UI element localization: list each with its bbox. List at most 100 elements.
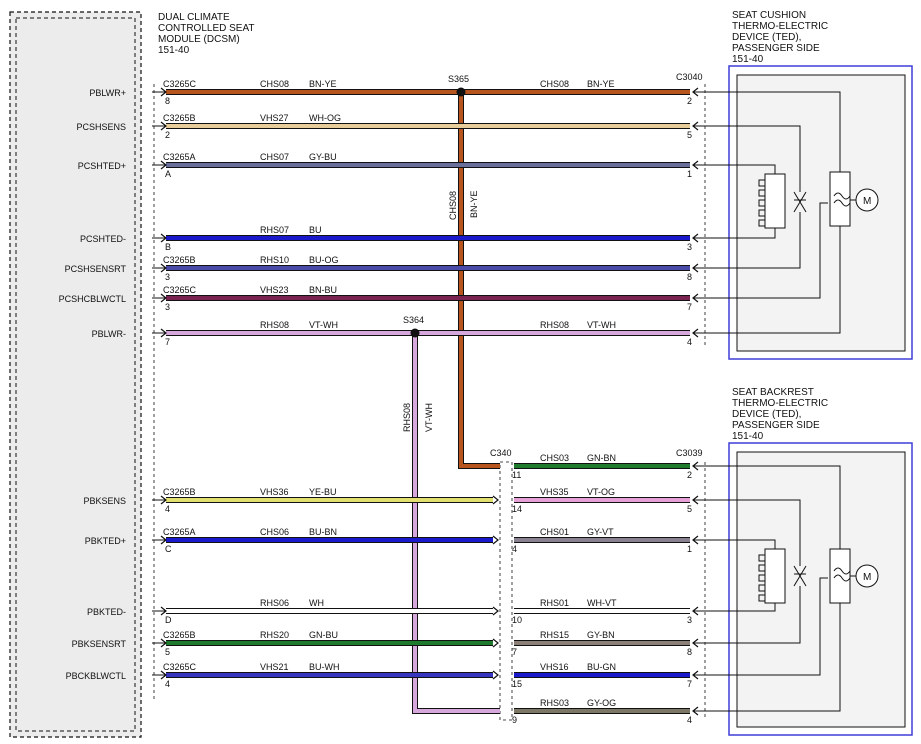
circuit-id: RHS08 (540, 320, 569, 330)
backrest-motor-label: M (863, 572, 871, 583)
wire-color: BU-WH (309, 662, 340, 672)
wire-color: BU-GN (587, 662, 616, 672)
c3040-label: C3040 (676, 72, 703, 82)
cushion-title-2: THERMO-ELECTRIC (732, 21, 828, 32)
wire-color: GY-VT (587, 527, 614, 537)
signal-name: PBCKBLWCTL (66, 671, 126, 681)
module-pin-arrow (160, 328, 167, 338)
c3039-label: C3039 (676, 448, 703, 458)
wire-color: VT-OG (587, 487, 615, 497)
splice-s365 (456, 87, 466, 97)
module-pin-arrow (160, 535, 167, 545)
circuit-id: VHS36 (260, 487, 289, 497)
module-title-line-2: CONTROLLED SEAT (158, 23, 255, 34)
backrest-internal-wiring (705, 465, 879, 712)
wire-color: BN-BU (309, 285, 337, 295)
circuit-id: CHS08 (540, 79, 569, 89)
module-title-line-3: MODULE (DCSM) (158, 34, 240, 45)
c340-pin-arrow (492, 670, 499, 680)
c340-pin: 10 (512, 615, 522, 625)
backrest-title-3: DEVICE (TED), (732, 409, 801, 420)
module-connector-id: C3265B (163, 255, 196, 265)
circuit-id: RHS06 (260, 598, 289, 608)
module-pin: 4 (165, 679, 170, 689)
ted-pin: 4 (687, 715, 692, 725)
wire-color: BN-YE (309, 79, 337, 89)
module-pin: 3 (165, 302, 170, 312)
signal-name: PBKSENSRT (72, 639, 127, 649)
s364-vertical-wire (412, 333, 500, 714)
cushion-title-5: 151-40 (732, 54, 764, 65)
cushion-title-3: DEVICE (TED), (732, 32, 801, 43)
s365-vertical-wire (458, 92, 500, 469)
signal-name: PBKTED+ (85, 536, 126, 546)
s365-label: S365 (448, 74, 469, 84)
ted-pin: 5 (687, 504, 692, 514)
s364-label: S364 (403, 315, 424, 325)
module-pin-arrow (160, 495, 167, 505)
dcsm-module-box (9, 11, 142, 738)
c340-pin: 9 (512, 715, 517, 725)
module-pin-arrow (160, 293, 167, 303)
module-pin-arrow (160, 670, 167, 680)
c340-pin: 4 (512, 544, 517, 554)
wire-color: GY-BU (309, 152, 337, 162)
circuit-id: CHS08 (260, 79, 289, 89)
module-connector-id: C3265B (163, 113, 196, 123)
circuit-id: RHS03 (540, 698, 569, 708)
wire-color: BN-YE (587, 79, 615, 89)
circuit-id: VHS27 (260, 113, 289, 123)
signal-name: PCSHTED- (80, 234, 126, 244)
circuit-id: VHS35 (540, 487, 569, 497)
wire-color: BU (309, 225, 322, 235)
cushion-title-1: SEAT CUSHION (732, 10, 806, 21)
wire-color: GN-BU (309, 630, 338, 640)
s365-color-label: BN-YE (469, 190, 479, 218)
cushion-title-4: PASSENGER SIDE (732, 43, 820, 54)
signal-name: PCSHSENS (76, 122, 126, 132)
circuit-id: RHS08 (260, 320, 289, 330)
backrest-circuit-row: 9 RHS03 GY-OG 4 (512, 698, 705, 725)
signal-name: PBKSENS (83, 496, 126, 506)
module-title: DUAL CLIMATE CONTROLLED SEAT MODULE (DCS… (158, 12, 255, 56)
module-connector-id: C3265C (163, 79, 197, 89)
wire-color: BU-OG (309, 255, 339, 265)
c340-connector-box (499, 461, 513, 721)
circuit-id: CHS01 (540, 527, 569, 537)
c340-pin-arrow (492, 638, 499, 648)
wire-color: GY-OG (587, 698, 616, 708)
backrest-title-2: THERMO-ELECTRIC (732, 398, 828, 409)
circuit-id: CHS06 (260, 527, 289, 537)
ted-pin: 8 (687, 272, 692, 282)
module-pin-arrow (160, 160, 167, 170)
signal-name: PBKTED- (87, 607, 126, 617)
module-pin: A (165, 169, 171, 179)
ted-pin: 3 (687, 615, 692, 625)
ted-pin: 2 (687, 470, 692, 480)
s364-color-label: VT-WH (424, 403, 434, 432)
cushion-ted-title: SEAT CUSHION THERMO-ELECTRIC DEVICE (TED… (732, 10, 828, 65)
ted-pin: 8 (687, 647, 692, 657)
module-pin-arrow (160, 638, 167, 648)
signal-name: PBLWR- (92, 329, 126, 339)
module-pin: 2 (165, 130, 170, 140)
c340-pin-arrow (492, 535, 499, 545)
module-pin-arrow (160, 87, 167, 97)
module-pin: 4 (165, 504, 170, 514)
signal-name: PCSHTED+ (78, 161, 126, 171)
module-pin: 3 (165, 272, 170, 282)
splice-s364 (410, 328, 420, 338)
module-pin-arrow (160, 606, 167, 616)
ted-pin: 1 (687, 544, 692, 554)
circuit-id: RHS07 (260, 225, 289, 235)
ted-pin: 7 (687, 679, 692, 689)
module-connector-id: C3265C (163, 662, 197, 672)
